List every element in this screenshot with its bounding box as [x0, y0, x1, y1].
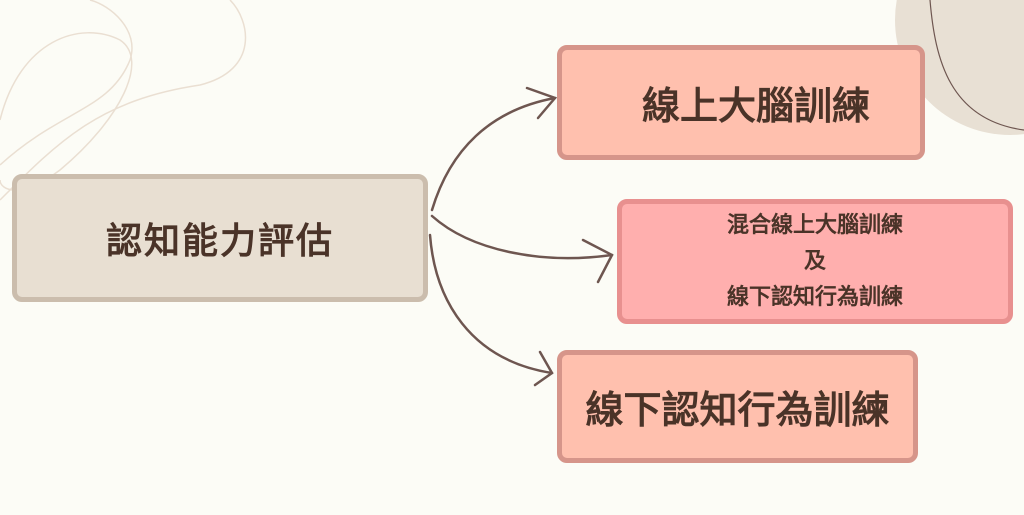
topo-line-decoration [0, 0, 247, 201]
center-node: 認知能力評估 [12, 174, 428, 302]
arrow-to-mixed [430, 214, 614, 260]
center-label: 認知能力評估 [105, 221, 334, 262]
branch-label-line: 及 [803, 248, 826, 274]
branch-mixed-training: 混合線上大腦訓練 及 線下認知行為訓練 [617, 199, 1013, 324]
blob-outline-decoration [929, 0, 1024, 131]
topo-line-decoration [0, 0, 133, 166]
arrowhead [525, 86, 558, 120]
branch-label-line: 線下認知行為訓練 [726, 284, 903, 310]
branch-online-training: 線上大腦訓練 [557, 45, 925, 160]
branch-label: 線下認知行為訓練 [585, 388, 890, 432]
arrow-to-online [430, 96, 557, 212]
branch-label: 線上大腦訓練 [641, 84, 870, 128]
arrowhead [533, 350, 554, 387]
branch-label-line: 混合線上大腦訓練 [726, 212, 903, 238]
arrowhead [581, 238, 614, 284]
blob-decoration [895, 0, 1024, 135]
arrow-to-offline [428, 233, 554, 375]
branch-offline-training: 線下認知行為訓練 [557, 350, 918, 463]
